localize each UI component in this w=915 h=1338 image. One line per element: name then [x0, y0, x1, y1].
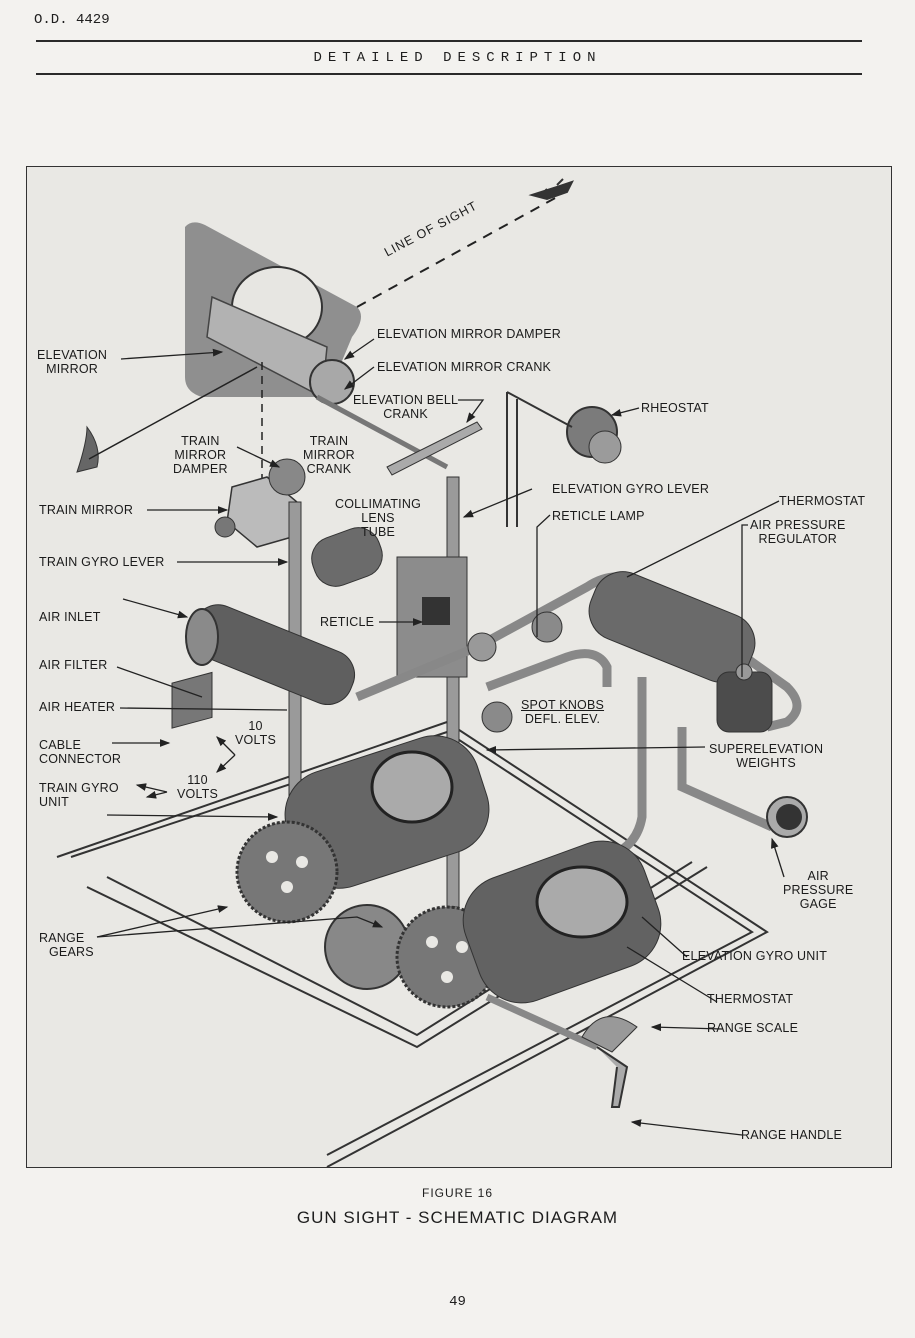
label-line: CRANK: [383, 407, 428, 421]
label-line: TUBE: [360, 525, 396, 539]
label-line: 110: [187, 773, 208, 787]
figure-title: GUN SIGHT - SCHEMATIC DIAGRAM: [296, 1208, 619, 1227]
label-line: DEFL. ELEV.: [524, 712, 601, 726]
label-line: LENS: [361, 511, 395, 525]
label-line: WEIGHTS: [736, 756, 796, 770]
label-110-volts: 110 VOLTS: [177, 773, 218, 801]
spot-knob-defl: [481, 701, 513, 733]
label-line: CONNECTOR: [39, 752, 122, 766]
air-inlet: [185, 608, 219, 666]
label-line: AIR: [807, 869, 829, 883]
base-plate: [56, 720, 769, 1167]
label-line: AIR PRESSURE: [750, 518, 846, 532]
leader-lines: [96, 338, 785, 1136]
label-air-inlet: AIR INLET: [39, 610, 101, 624]
range-gear-2: [324, 904, 410, 990]
range-scale: [581, 1016, 638, 1053]
label-line: SPOT KNOBS: [521, 698, 605, 712]
label-range-gears: RANGE GEARS: [39, 931, 94, 959]
label-line: TRAIN: [181, 434, 220, 448]
label-elevation-mirror-crank: ELEVATION MIRROR CRANK: [377, 360, 552, 374]
page-number: 49: [449, 1294, 466, 1310]
label-range-scale: RANGE SCALE: [707, 1021, 799, 1035]
label-thermostat-top: THERMOSTAT: [779, 494, 866, 508]
document-id: O.D. 4429: [34, 12, 110, 28]
label-line: MIRROR: [303, 448, 355, 462]
label-line: 10: [248, 719, 263, 733]
range-handle: [596, 1046, 629, 1108]
reticle-lamp: [467, 632, 497, 662]
gun-sight-schematic: [56, 178, 808, 1167]
eye-icon: [76, 425, 99, 473]
label-elevation-mirror: ELEVATION MIRROR: [37, 348, 107, 376]
label-line: PRESSURE: [783, 883, 854, 897]
label-line: DAMPER: [173, 462, 228, 476]
label-line: TRAIN: [309, 434, 349, 448]
label-air-pressure-gage: AIR PRESSURE GAGE: [783, 869, 853, 911]
reticle: [422, 597, 450, 625]
aircraft-icon: [528, 178, 574, 201]
collimating-lens-tube: [311, 527, 383, 587]
label-air-pressure-regulator: AIR PRESSURE REGULATOR: [750, 518, 845, 546]
label-reticle: RETICLE: [320, 615, 375, 629]
train-mirror-damper: [268, 458, 306, 496]
elevation-bell-crank: [386, 421, 483, 476]
thermostat-cylinder: [588, 571, 756, 683]
elevation-mirror-damper: [309, 359, 355, 405]
label-line: TRAIN GYRO: [39, 781, 119, 795]
label-air-filter: AIR FILTER: [39, 658, 108, 672]
label-train-gyro-unit: TRAIN GYRO UNIT: [39, 781, 119, 809]
label-air-heater: AIR HEATER: [39, 700, 116, 714]
label-elevation-bell-crank: ELEVATION BELL CRANK: [353, 393, 458, 421]
label-10-volts: 10 VOLTS: [235, 719, 276, 747]
label-elevation-mirror-damper: ELEVATION MIRROR DAMPER: [377, 327, 562, 341]
label-line: ELEVATION BELL: [353, 393, 459, 407]
label-line: REGULATOR: [758, 532, 837, 546]
label-line: VOLTS: [177, 787, 219, 801]
header-rule-bottom: [36, 73, 862, 75]
label-collimating-lens-tube: COLLIMATING LENS TUBE: [335, 497, 421, 539]
label-line: MIRROR: [46, 362, 98, 376]
air-pressure-regulator: [716, 671, 773, 733]
label-line: SUPERELEVATION: [709, 742, 824, 756]
label-range-handle: RANGE HANDLE: [741, 1128, 843, 1142]
label-elevation-gyro-lever: ELEVATION GYRO LEVER: [552, 482, 710, 496]
figure-frame: LINE OF SIGHT ELEVATION MIRROR ELEVATION…: [26, 166, 892, 1168]
label-train-mirror: TRAIN MIRROR: [39, 503, 134, 517]
label-line: GAGE: [799, 897, 837, 911]
label-cable-connector: CABLE CONNECTOR: [39, 738, 121, 766]
spot-knob-elev: [531, 611, 563, 643]
range-gear-1: [235, 820, 339, 924]
line-of-sight: [356, 196, 558, 308]
label-superelevation-weights: SUPERELEVATION WEIGHTS: [709, 742, 823, 770]
label-thermostat-bottom: THERMOSTAT: [707, 992, 794, 1006]
label-line: UNIT: [39, 795, 69, 809]
cable-connector: [171, 671, 213, 729]
label-reticle-lamp: RETICLE LAMP: [552, 509, 645, 523]
label-line: CRANK: [306, 462, 352, 476]
label-spot-knobs: SPOT KNOBS DEFL. ELEV.: [521, 698, 604, 726]
section-title: DETAILED DESCRIPTION: [313, 50, 602, 66]
label-line: MIRROR: [174, 448, 227, 462]
label-line: VOLTS: [235, 733, 277, 747]
label-train-gyro-lever: TRAIN GYRO LEVER: [39, 555, 165, 569]
label-line: GEARS: [49, 945, 94, 959]
label-train-mirror-damper: TRAIN MIRROR DAMPER: [173, 434, 228, 476]
label-train-mirror-crank: TRAIN MIRROR CRANK: [303, 434, 355, 476]
label-line: ELEVATION: [37, 348, 108, 362]
label-line: COLLIMATING: [335, 497, 422, 511]
figure-number: FIGURE 16: [421, 1186, 493, 1200]
label-line: RANGE: [39, 931, 85, 945]
label-line: CABLE: [39, 738, 81, 752]
label-rheostat: RHEOSTAT: [641, 401, 709, 415]
header-rule-top: [36, 40, 862, 42]
label-elevation-gyro-unit: ELEVATION GYRO UNIT: [682, 949, 828, 963]
range-shaft: [485, 993, 599, 1051]
